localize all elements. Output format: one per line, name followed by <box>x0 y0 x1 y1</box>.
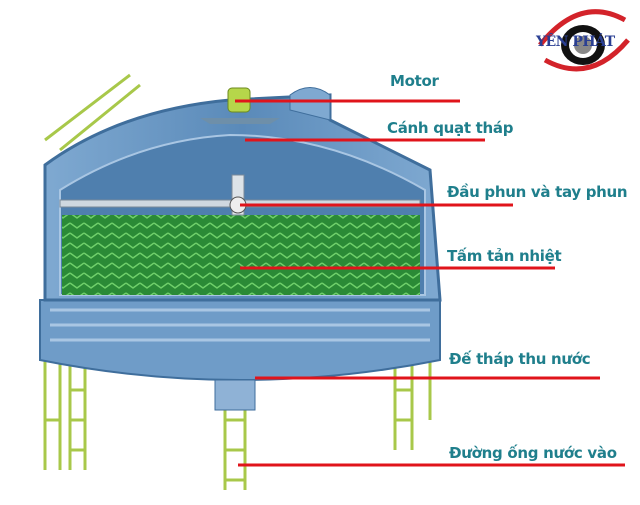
label-basin: Đế tháp thu nước <box>449 350 591 368</box>
label-sprinkler: Đầu phun và tay phun <box>447 183 628 201</box>
label-fan: Cánh quạt tháp <box>387 119 514 137</box>
logo: YÊN PHÁT <box>530 12 630 74</box>
label-motor: Motor <box>390 72 439 90</box>
logo-emblem <box>538 9 630 72</box>
logo-text: YÊN PHÁT <box>536 34 615 50</box>
basin <box>39 299 441 411</box>
fill-media <box>62 215 420 295</box>
label-fill: Tấm tản nhiệt <box>447 247 562 265</box>
leader-lines <box>235 99 625 467</box>
label-inlet: Đường ống nước vào <box>449 444 617 462</box>
